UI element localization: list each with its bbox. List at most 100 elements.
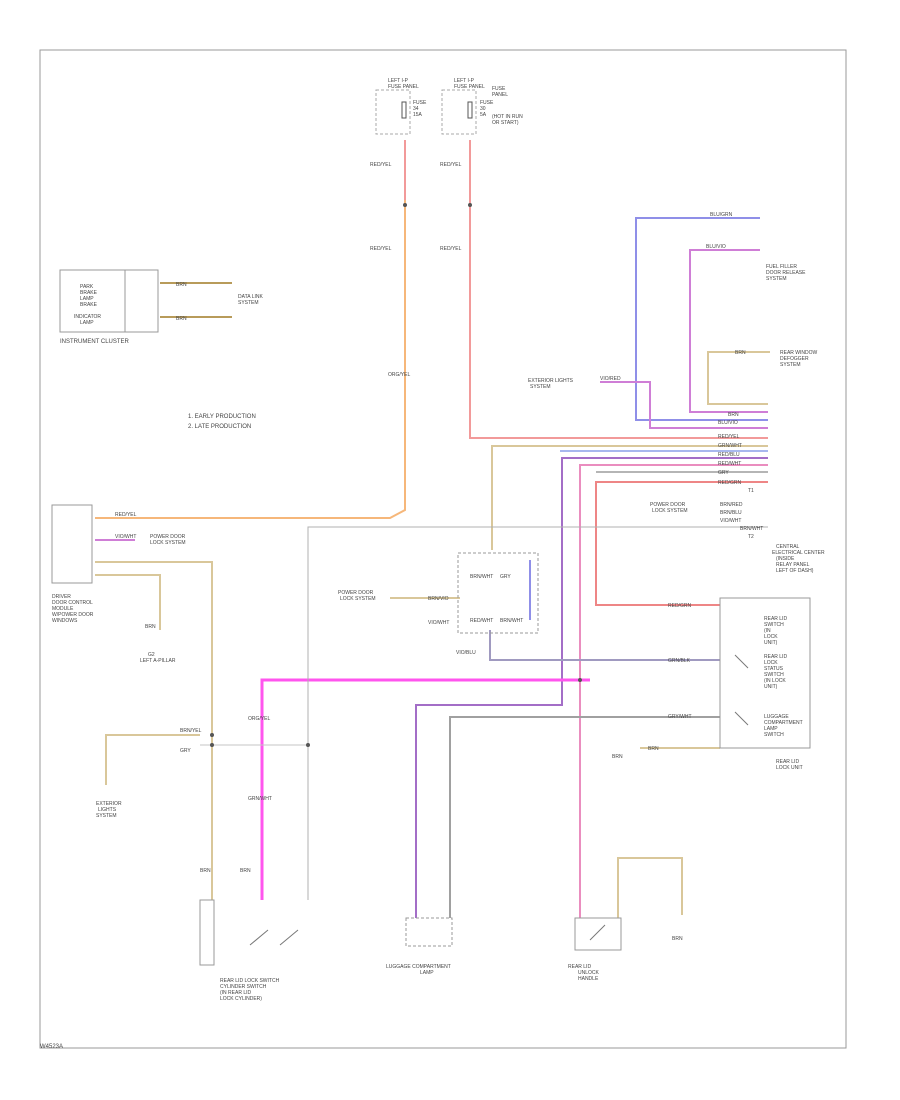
conn-3: RED/YEL [718,434,740,440]
rl-lamp-2: COMPARTMENT [764,720,803,726]
wire-tan-defog [707,351,770,405]
conn-6: RED/WHT [718,461,741,467]
fuse-right-body-1: FUSE [480,100,494,106]
release-wire-2: BRN [240,868,251,874]
label-org-yel: ORG/YEL [388,372,410,378]
conn-t2: T2 [748,534,754,540]
driver-door-text-1: DRIVER [52,594,71,600]
splice [210,743,214,747]
cem-text-3: (INSIDE [776,556,795,562]
conn-9: BRN/RED [720,502,743,508]
fuse-left-title-1: LEFT I-P [388,78,409,84]
rl-sw2-2: LOCK [764,660,778,666]
conn-2: BLU/VIO [718,420,738,426]
wire-driver-tan [95,561,213,900]
rl-lamp-3: LAMP [764,726,778,732]
cluster-text-4: BRAKE [80,302,98,308]
fuse-right-note-3: (HOT IN RUN [492,114,523,120]
rl-wire-5: BRN [612,754,623,760]
release-wire: BRN [200,868,211,874]
rear-window-defogger: BRN REAR WINDOW DEFOGGER SYSTEM [735,350,818,368]
rl-sw-4: LOCK [764,634,778,640]
splice [578,678,582,682]
cluster-data-link-1: DATA LINK [238,294,263,300]
note-late: 2. LATE PRODUCTION [188,424,251,430]
cm-wire-7: VIO/BLU [456,650,476,656]
cem-text-1: CENTRAL [776,544,800,550]
left-ext-3: SYSTEM [96,813,117,819]
splice [210,733,214,737]
luggage-lamp-box [405,917,453,947]
wire-magenta-main [260,678,590,900]
fuse-left-body-2: 34 [413,106,419,112]
cem-text-4: RELAY PANEL [776,562,810,568]
wire-violet-fuel [689,249,768,413]
label-red-yel-4: RED/YEL [440,246,462,252]
wire-pink-trunk [579,464,768,918]
exterior-ground-left: EXTERIOR LIGHTS SYSTEM BRN/YEL GRY [96,728,202,819]
luggage-text-2: LAMP [420,970,434,976]
label-red-yel-3: RED/YEL [370,246,392,252]
wire-red-rearlid [595,481,768,606]
fuse-right-title-2: FUSE PANEL [454,84,485,90]
left-wire-gry: GRY [180,748,191,754]
wire-violet-datalink [600,381,768,429]
rear-lid-box [719,597,811,749]
left-ext-1: EXTERIOR [96,801,122,807]
unlock-text-2: UNLOCK [578,970,600,976]
instrument-cluster-label: INSTRUMENT CLUSTER [60,339,130,345]
cluster-text-3: LAMP [80,296,94,302]
fuse-left-body-1: FUSE [413,100,427,106]
splices [210,203,582,747]
driver-wire-red-yel: RED/YEL [115,512,137,518]
rl-sw2-5: (IN LOCK [764,678,786,684]
cm-wire-5: BRN/VIO [428,596,449,602]
cluster-text-2: BRAKE [80,290,98,296]
defog-text-1: REAR WINDOW [780,350,818,356]
defog-wire: BRN [735,350,746,356]
rl-wire-2: GRN/BLK [668,658,691,664]
cm-lock-1: POWER DOOR [338,590,374,596]
rl-sw-5: UNIT) [764,640,778,646]
splice [403,203,407,207]
cm-wire-2: GRY [500,574,511,580]
driver-door-text-4: W/POWER DOOR [52,612,94,618]
rl-sw2-4: SWITCH [764,672,784,678]
unlock-ground: BRN [672,936,683,942]
conn-4: GRN/WHT [718,443,742,449]
defog-text-3: SYSTEM [780,362,801,368]
wire-driver-tan2 [95,574,161,630]
driver-power-door-1: POWER DOOR [150,534,186,540]
wire-tan-center [491,445,768,550]
cm-wire-1: BRN/WHT [470,574,493,580]
fuel-text-2: DOOR RELEASE [766,270,806,276]
fuse-panel-left-box [375,89,411,135]
driver-power-door-2: LOCK SYSTEM [150,540,186,546]
fuse-right-body-3: 5A [480,112,487,118]
release-text-2: CYLINDER SWITCH [220,984,267,990]
left-wire-brn-yel: BRN/YEL [180,728,202,734]
connector-labels: BRN BLU/VIO RED/YEL GRN/WHT RED/BLU RED/… [650,412,825,574]
fuse-right-note-4: OR START) [492,120,519,126]
driver-door-module: DRIVER DOOR CONTROL MODULE W/POWER DOOR … [51,504,186,664]
fuse-left-body-3: 15A [413,112,423,118]
cm-lock-2: LOCK SYSTEM [340,596,376,602]
unlock-text-1: REAR LID [568,964,591,970]
rl-sw-1: REAR LID [764,616,787,622]
rl-sw2-6: UNIT) [764,684,778,690]
cem-text-5: LEFT OF DASH) [776,568,814,574]
conn-12: BRN/WHT [740,526,763,532]
rl-sw2-1: REAR LID [764,654,787,660]
cm-wire-3: RED/WHT [470,618,493,624]
splice [468,203,472,207]
rl-wire-1: RED/GRN [668,603,691,609]
conn-5: RED/BLU [718,452,740,458]
defog-text-2: DEFOGGER [780,356,809,362]
release-switch-box [199,899,215,966]
cluster-text-5: INDICATOR [74,314,101,320]
conn-11: VIO/WHT [720,518,741,524]
driver-door-text-3: MODULE [52,606,74,612]
cluster-text-1: PARK [80,284,94,290]
rl-sw-3: (IN [764,628,771,634]
